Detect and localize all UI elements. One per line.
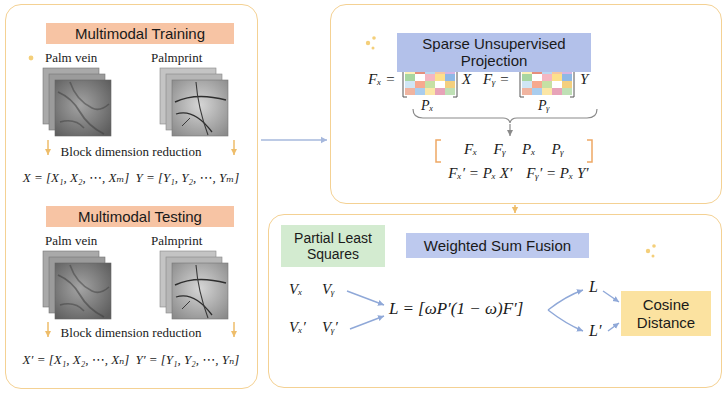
math-expression: Vₓ <box>289 281 302 298</box>
math-expression: Pₓ <box>522 141 535 158</box>
math-expression: Y <box>580 71 588 88</box>
math-expression: Fₓ′ = Pₓ X′ <box>448 165 512 182</box>
math-expression: Fᵧ <box>493 141 506 158</box>
brace <box>413 109 597 123</box>
title-band: Sparse Unsupervised Projection <box>397 33 591 72</box>
math-expression: X = [X₁, X₂, ⋯, Xₘ] <box>23 171 130 185</box>
math-expression: Y = [Y₁, Y₂, ⋯, Yₘ] <box>135 171 239 185</box>
text-line: L <box>589 278 598 296</box>
text-line: Vₓ <box>289 281 302 298</box>
text-line: Block dimension reduction <box>6 145 256 159</box>
text-line: L′ <box>589 322 601 340</box>
bracket <box>587 140 592 162</box>
text-line: Fₓ′ = Pₓ X′ Fᵧ′ = Pₓ Y′ <box>426 165 611 182</box>
band-title: Partial Least Squares <box>287 230 379 262</box>
text-line: Vᵧ′ <box>322 319 338 336</box>
math-expression: Pₓ <box>421 98 434 113</box>
title-band: Multimodal Testing <box>46 206 234 227</box>
math-expression: L <box>589 278 598 296</box>
text-line: L = [ωP′(1 − ω)F′] <box>389 300 523 319</box>
math-expression: Vᵧ <box>322 281 335 298</box>
band-title: Multimodal Testing <box>78 208 202 225</box>
text-label: Palmprint <box>151 51 202 65</box>
text-line: Block dimension reduction <box>6 326 256 340</box>
band-title: Sparse Unsupervised Projection <box>403 35 585 70</box>
band-title: Multimodal Training <box>75 25 205 42</box>
text-line: Palm vein <box>45 234 97 248</box>
math-expression: Fᵧ = <box>483 71 510 88</box>
text-label: Block dimension reduction <box>61 145 202 159</box>
math-expression: Vₓ′ <box>289 319 306 336</box>
text-line: Palmprint <box>151 51 202 65</box>
text-line: Pₓ <box>421 98 434 113</box>
math-expression: Y′ = [Y₁, Y₂, ⋯, Yₙ] <box>135 353 239 367</box>
text-label: Palm vein <box>45 234 97 248</box>
math-expression: X′ = [X₁, X₂, ⋯, Xₙ] <box>23 353 130 367</box>
arrow-head <box>321 137 327 143</box>
title-band: Multimodal Training <box>46 23 234 44</box>
math-expression: Fₓ = <box>368 71 395 88</box>
text-line: X <box>462 71 471 88</box>
text-label: Block dimension reduction <box>61 326 202 340</box>
math-expression: X <box>462 71 471 88</box>
math-expression: Pᵧ <box>551 141 564 158</box>
title-band: Partial Least Squares <box>281 225 385 267</box>
flow-arrow <box>347 290 619 331</box>
text-line: Fₓ = <box>368 71 395 88</box>
down-arrow <box>509 124 510 136</box>
image-stack <box>43 68 228 319</box>
text-line: Vₓ′ <box>289 319 306 336</box>
math-expression: L = [ωP′(1 − ω)F′] <box>389 300 523 319</box>
stage-panel: Fₓ =XPₓFᵧ =YPᵧFₓFᵧPₓPᵧFₓ′ = Pₓ X′Fᵧ′ = P… <box>330 4 722 204</box>
band-title: Weighted Sum Fusion <box>424 237 571 254</box>
text-line: Fₓ Fᵧ Pₓ Pᵧ <box>444 141 584 158</box>
text-line: Y <box>580 71 588 88</box>
arrow-head <box>512 207 518 213</box>
text-line: X′ = [X₁, X₂, ⋯, Xₙ] Y′ = [Y₁, Y₂, ⋯, Yₙ] <box>6 353 256 367</box>
text-label: Palm vein <box>45 51 97 65</box>
bracket <box>436 140 441 162</box>
text-label: Palmprint <box>151 234 202 248</box>
flow-connector <box>261 139 327 141</box>
text-line: X = [X₁, X₂, ⋯, Xₘ] Y = [Y₁, Y₂, ⋯, Yₘ] <box>6 171 256 185</box>
stage-panel: Vₓ VᵧVₓ′ Vᵧ′ L = [ωP′(1 − ω)F′] L L′ Partial L… <box>268 214 722 388</box>
math-expression: Fᵧ′ = Pₓ Y′ <box>526 165 588 182</box>
band-title: Cosine Distance <box>627 296 705 331</box>
text-line: Pᵧ <box>538 98 550 113</box>
title-band: Weighted Sum Fusion <box>406 233 589 258</box>
text-line: Palm vein <box>45 51 97 65</box>
text-line: Vᵧ <box>322 281 335 298</box>
math-expression: Fₓ <box>464 141 477 158</box>
math-expression: Pᵧ <box>538 98 550 113</box>
text-line: Palmprint <box>151 234 202 248</box>
title-band: Cosine Distance <box>621 291 711 336</box>
math-expression: Vᵧ′ <box>322 319 338 336</box>
text-line: Fᵧ = <box>483 71 510 88</box>
math-expression: L′ <box>589 322 601 340</box>
stage-panel: Palm veinPalmprintBlock dimension reduct… <box>5 4 258 389</box>
